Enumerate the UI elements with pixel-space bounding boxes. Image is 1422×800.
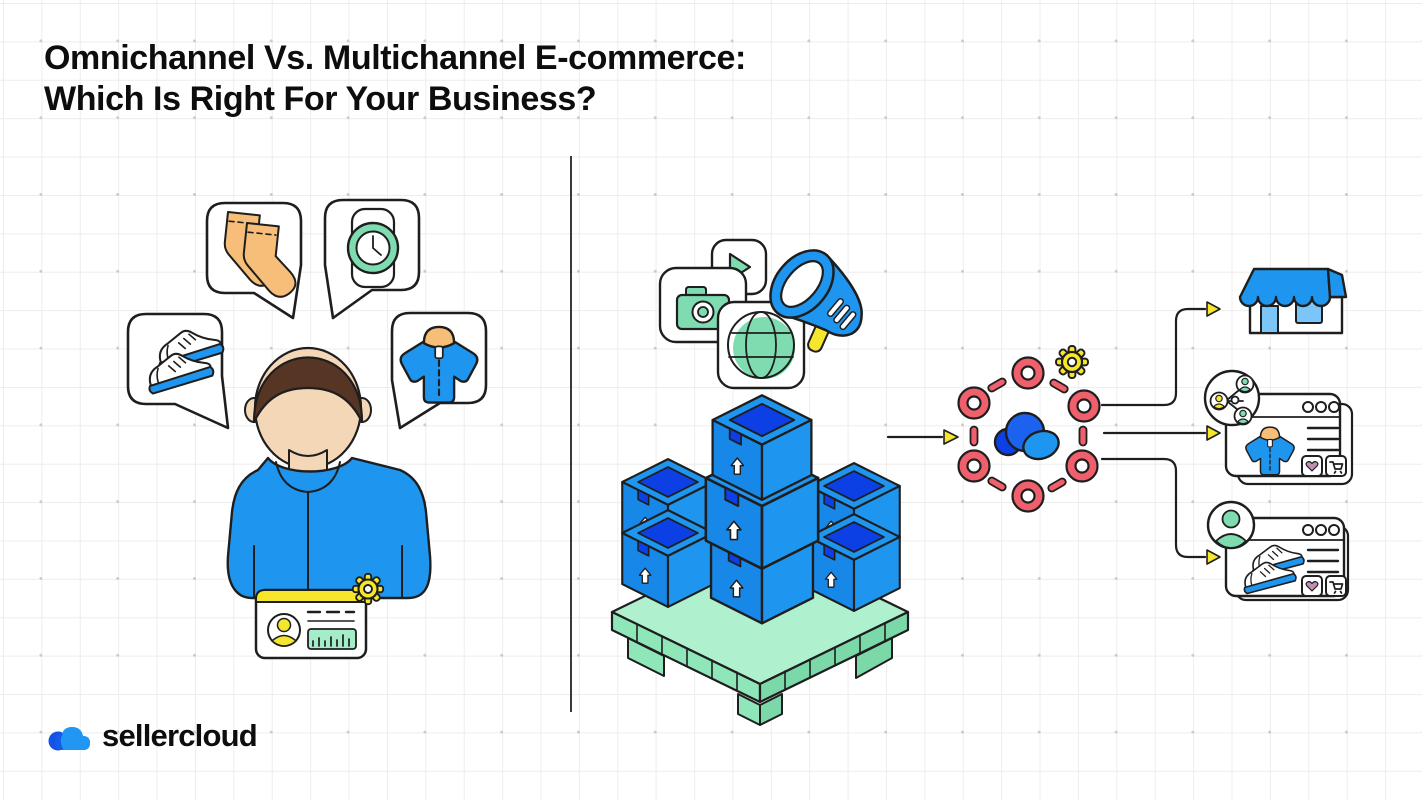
listing-card-jacket bbox=[1203, 369, 1354, 486]
id-card bbox=[254, 572, 385, 660]
media-card-globe bbox=[716, 300, 806, 390]
cloud-icon bbox=[993, 411, 1060, 461]
cart-icon bbox=[1325, 455, 1347, 477]
megaphone-icon bbox=[769, 249, 863, 353]
brand-logo: sellercloud bbox=[46, 718, 258, 754]
sync-hub bbox=[957, 344, 1101, 513]
speech-bubble-sneakers bbox=[126, 312, 230, 430]
section-divider bbox=[570, 156, 572, 712]
speech-bubble-socks bbox=[205, 201, 303, 320]
globe-icon bbox=[727, 311, 795, 379]
heart-icon bbox=[1301, 455, 1323, 477]
watch-icon bbox=[346, 207, 400, 289]
shopper-avatar bbox=[226, 346, 432, 600]
heart-icon bbox=[1301, 575, 1323, 597]
shipping-boxes bbox=[621, 394, 901, 625]
speech-bubble-watch bbox=[323, 198, 421, 320]
window-dots bbox=[1302, 524, 1340, 536]
hoodie bbox=[226, 456, 432, 600]
speech-bubble-jacket bbox=[390, 311, 488, 430]
shopper-illustration bbox=[126, 198, 488, 660]
hair bbox=[252, 356, 364, 424]
multichannel-flow bbox=[610, 238, 1354, 726]
social-network-badge bbox=[1203, 369, 1261, 427]
listing-card-sneakers bbox=[1206, 500, 1350, 602]
gear-icon bbox=[351, 572, 385, 606]
cloud-logo-icon bbox=[48, 727, 90, 751]
gear-icon bbox=[1054, 344, 1090, 380]
page-title-line2: Which Is Right For Your Business? bbox=[44, 80, 597, 118]
customer-avatar-badge bbox=[1206, 500, 1256, 550]
connectors-to-channels bbox=[1100, 301, 1221, 565]
brand-name: sellercloud bbox=[102, 718, 258, 753]
page-title: Omnichannel Vs. Multichannel E-commerce:… bbox=[44, 38, 746, 120]
socks-icon bbox=[223, 211, 297, 298]
page-title-line1: Omnichannel Vs. Multichannel E-commerce: bbox=[44, 39, 746, 77]
camera-icon bbox=[675, 286, 731, 331]
flow-arrow-boxes-to-hub bbox=[886, 429, 959, 445]
window-dots bbox=[1302, 401, 1340, 413]
cart-icon bbox=[1325, 575, 1347, 597]
storefront-icon bbox=[1238, 267, 1348, 335]
